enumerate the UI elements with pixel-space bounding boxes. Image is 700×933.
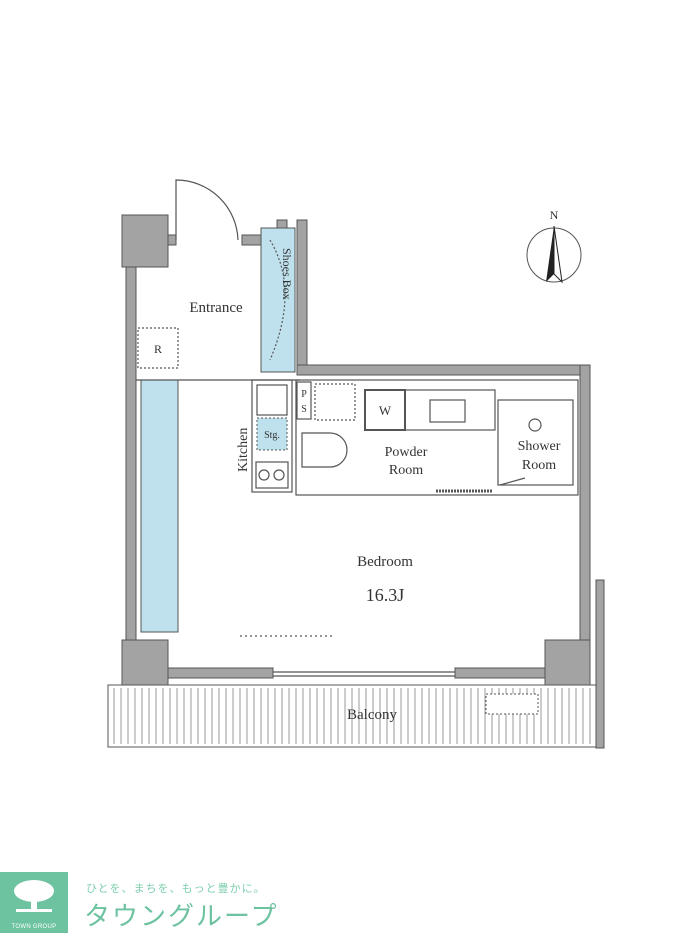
- label-kitchen: Kitchen: [236, 428, 251, 472]
- column-top-left: [121, 214, 169, 268]
- outdoor-unit: [485, 693, 539, 715]
- label-shower-1: Shower: [518, 439, 561, 454]
- washer-pan: [314, 383, 356, 421]
- balcony: [107, 684, 597, 748]
- label-ps-s: S: [301, 404, 307, 415]
- shoes-box-door: [269, 239, 286, 361]
- kitchen-sink: [256, 384, 288, 416]
- wall-left: [125, 266, 137, 678]
- tree-icon: [14, 880, 54, 912]
- room-labels: Entrance Shoes Box R Kitchen Stg. P S W …: [154, 248, 561, 723]
- burner-1: [258, 469, 270, 481]
- label-shower-2: Room: [522, 458, 556, 473]
- storage-areas: [140, 227, 296, 633]
- entrance-door: [175, 179, 239, 241]
- compass-needle-right: [553, 225, 563, 284]
- balcony-hatching: [113, 688, 591, 744]
- label-storage: Stg.: [264, 430, 280, 441]
- vanity-basin: [429, 399, 466, 423]
- wall-balcony-right: [595, 579, 605, 749]
- wall-bottom-left: [167, 667, 274, 679]
- burner-2: [273, 469, 285, 481]
- fridge-space: [137, 327, 179, 369]
- wall-right: [579, 364, 591, 646]
- label-ps-p: P: [301, 389, 307, 400]
- vanity: [404, 389, 496, 431]
- label-entrance: Entrance: [189, 300, 243, 316]
- logo-mark-text: TOWN GROUP: [11, 924, 57, 930]
- fixtures: [136, 179, 579, 677]
- compass: N: [526, 208, 582, 284]
- shower-room: [497, 399, 574, 486]
- label-powder-2: Room: [389, 463, 423, 478]
- label-bedroom: Bedroom: [357, 554, 413, 570]
- logo-brand: タウングループ: [84, 902, 279, 932]
- closet: [140, 379, 179, 633]
- shoes-box: [260, 227, 296, 373]
- kitchen-counter: [251, 379, 293, 493]
- compass-north-label: N: [550, 208, 559, 222]
- label-refrigerator: R: [154, 342, 162, 356]
- wall-bottom-right: [454, 667, 546, 679]
- toilet: [301, 432, 348, 468]
- wall-top: [296, 364, 591, 376]
- column-bottom-left: [121, 639, 169, 686]
- pipe-space: [296, 381, 312, 420]
- storage-stg: [256, 417, 288, 451]
- wall-entrance-right: [296, 219, 308, 376]
- label-shoes-box: Shoes Box: [280, 248, 294, 300]
- column-bottom-right: [544, 639, 591, 686]
- wall-entrance-top-left: [167, 234, 177, 246]
- logo-tagline: ひとを、まちを、もっと豊かに。: [86, 882, 266, 895]
- shower-head-icon: [528, 418, 542, 432]
- label-powder-1: Powder: [385, 445, 428, 460]
- walls: [121, 214, 605, 749]
- stove: [255, 461, 289, 489]
- town-group-logo: TOWN GROUP: [0, 872, 68, 933]
- bath-block: [295, 379, 579, 496]
- shower-door: [499, 477, 526, 486]
- label-washer: W: [379, 403, 392, 418]
- compass-needle-left: [546, 226, 554, 282]
- label-balcony: Balcony: [347, 707, 397, 723]
- label-bedroom-size: 16.3J: [366, 585, 405, 605]
